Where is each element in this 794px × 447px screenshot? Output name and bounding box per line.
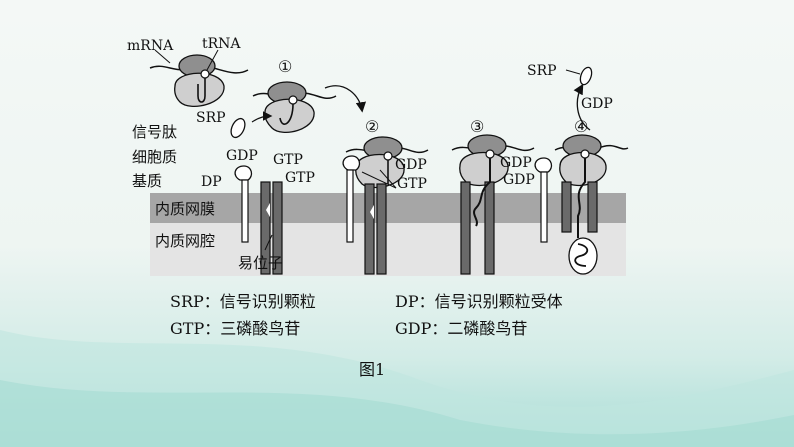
label-gdp-released: GDP — [581, 96, 613, 112]
er-membrane-band — [150, 193, 626, 223]
label-signal-peptide: 信号肽 — [132, 123, 177, 141]
ribosome-step1 — [230, 81, 337, 139]
label-cytoplasm-1: 细胞质 — [132, 148, 177, 166]
label-srp-released: SRP — [527, 63, 557, 79]
legend-gdp: GDP：二磷酸鸟苷 — [395, 319, 528, 338]
legend-dp: DP：信号识别颗粒受体 — [395, 292, 563, 311]
ribosome-step4 — [554, 66, 629, 275]
label-gdp-3: GDP — [500, 155, 532, 171]
translocon-channel — [260, 181, 283, 275]
label-er-lumen: 内质网腔 — [155, 232, 215, 250]
figure-caption: 图1 — [359, 360, 386, 379]
step-1-marker: ① — [278, 57, 292, 76]
label-gdp-1: GDP — [226, 148, 258, 164]
label-gtp-2: GTP — [285, 170, 315, 186]
ribosome-step3 — [451, 134, 553, 275]
label-er-membrane: 内质网膜 — [155, 200, 215, 218]
step-2-marker: ② — [365, 117, 379, 136]
label-gdp-2: GDP — [395, 157, 427, 173]
label-srp: SRP — [196, 110, 226, 126]
legend-srp: SRP：信号识别颗粒 — [170, 292, 316, 311]
label-translocon: 易位子 — [238, 254, 283, 272]
label-gtp-1: GTP — [273, 152, 303, 168]
label-trna: tRNA — [202, 36, 241, 52]
dp-receptor-1 — [234, 165, 253, 243]
label-cytoplasm-2: 基质 — [132, 172, 162, 190]
step-3-marker: ③ — [470, 117, 484, 136]
ribosome-step2 — [342, 136, 429, 275]
label-gdp-4: GDP — [503, 172, 535, 188]
ribosome-initial — [149, 49, 249, 107]
label-dp: DP — [201, 174, 222, 190]
step-4-marker: ④ — [574, 117, 588, 136]
label-gtp-3: GTP — [397, 176, 427, 192]
gdp-arrow — [573, 83, 591, 131]
legend-gtp: GTP：三磷酸鸟苷 — [170, 319, 301, 338]
label-mrna: mRNA — [127, 38, 174, 54]
transition-arrow — [324, 85, 367, 113]
er-lumen-band — [150, 222, 626, 276]
